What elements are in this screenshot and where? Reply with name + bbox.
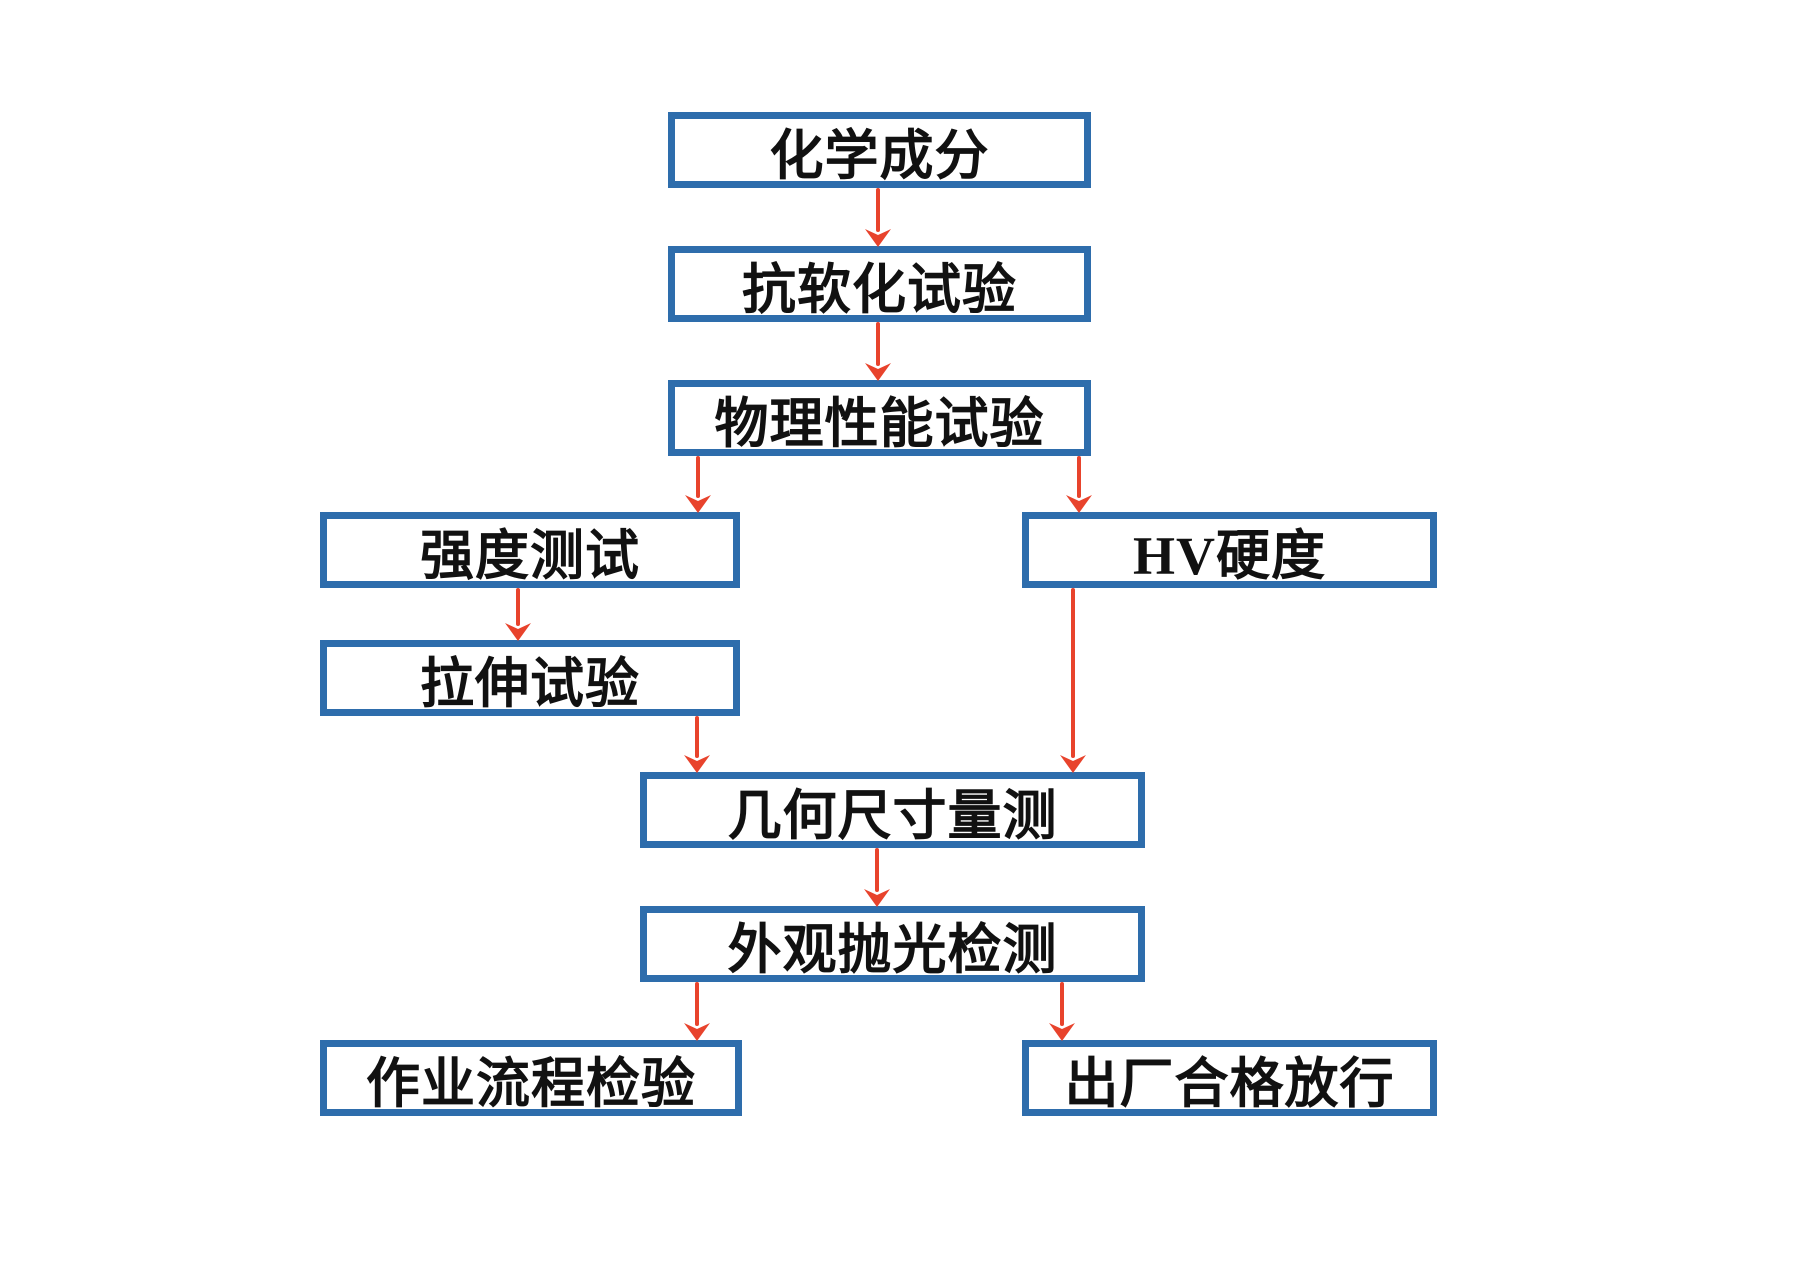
arrow-down-icon — [684, 1023, 710, 1041]
arrow-down-icon — [1060, 755, 1086, 773]
node-label: 出厂合格放行 — [1064, 1053, 1395, 1114]
node-strength-test: 强度测试 — [320, 512, 740, 588]
node-label: HV硬度 — [1133, 525, 1326, 586]
arrow-down-icon — [684, 755, 710, 773]
arrow-down-icon — [864, 889, 890, 907]
node-chemical-composition: 化学成分 — [668, 112, 1091, 188]
node-label: 作业流程检验 — [366, 1053, 696, 1114]
node-dimension-measurement: 几何尺寸量测 — [640, 772, 1145, 848]
edge-line — [876, 188, 880, 232]
edge-line — [695, 982, 699, 1026]
node-anti-softening-test: 抗软化试验 — [668, 246, 1091, 322]
edge-line — [695, 716, 699, 758]
arrow-down-icon — [505, 623, 531, 641]
node-label: 几何尺寸量测 — [727, 785, 1058, 846]
edge-line — [876, 322, 880, 366]
node-label: 物理性能试验 — [714, 393, 1045, 454]
node-label: 抗软化试验 — [742, 259, 1017, 320]
arrow-down-icon — [1049, 1023, 1075, 1041]
node-polishing-inspection: 外观抛光检测 — [640, 906, 1145, 982]
edge-line — [1060, 982, 1064, 1026]
edge-line — [875, 848, 879, 892]
node-tensile-test: 拉伸试验 — [320, 640, 740, 716]
edge-line — [1077, 456, 1081, 498]
node-label: 化学成分 — [769, 125, 990, 186]
node-factory-release: 出厂合格放行 — [1022, 1040, 1437, 1116]
edge-line — [1071, 588, 1075, 758]
node-label: 拉伸试验 — [420, 653, 640, 714]
arrow-down-icon — [865, 363, 891, 381]
arrow-down-icon — [865, 229, 891, 247]
node-label: 强度测试 — [420, 525, 640, 586]
arrow-down-icon — [685, 495, 711, 513]
node-hv-hardness: HV硬度 — [1022, 512, 1437, 588]
arrow-down-icon — [1066, 495, 1092, 513]
node-physical-performance-test: 物理性能试验 — [668, 380, 1091, 456]
edge-line — [516, 588, 520, 626]
edge-line — [696, 456, 700, 498]
node-process-inspection: 作业流程检验 — [320, 1040, 742, 1116]
node-label: 外观抛光检测 — [727, 919, 1058, 980]
